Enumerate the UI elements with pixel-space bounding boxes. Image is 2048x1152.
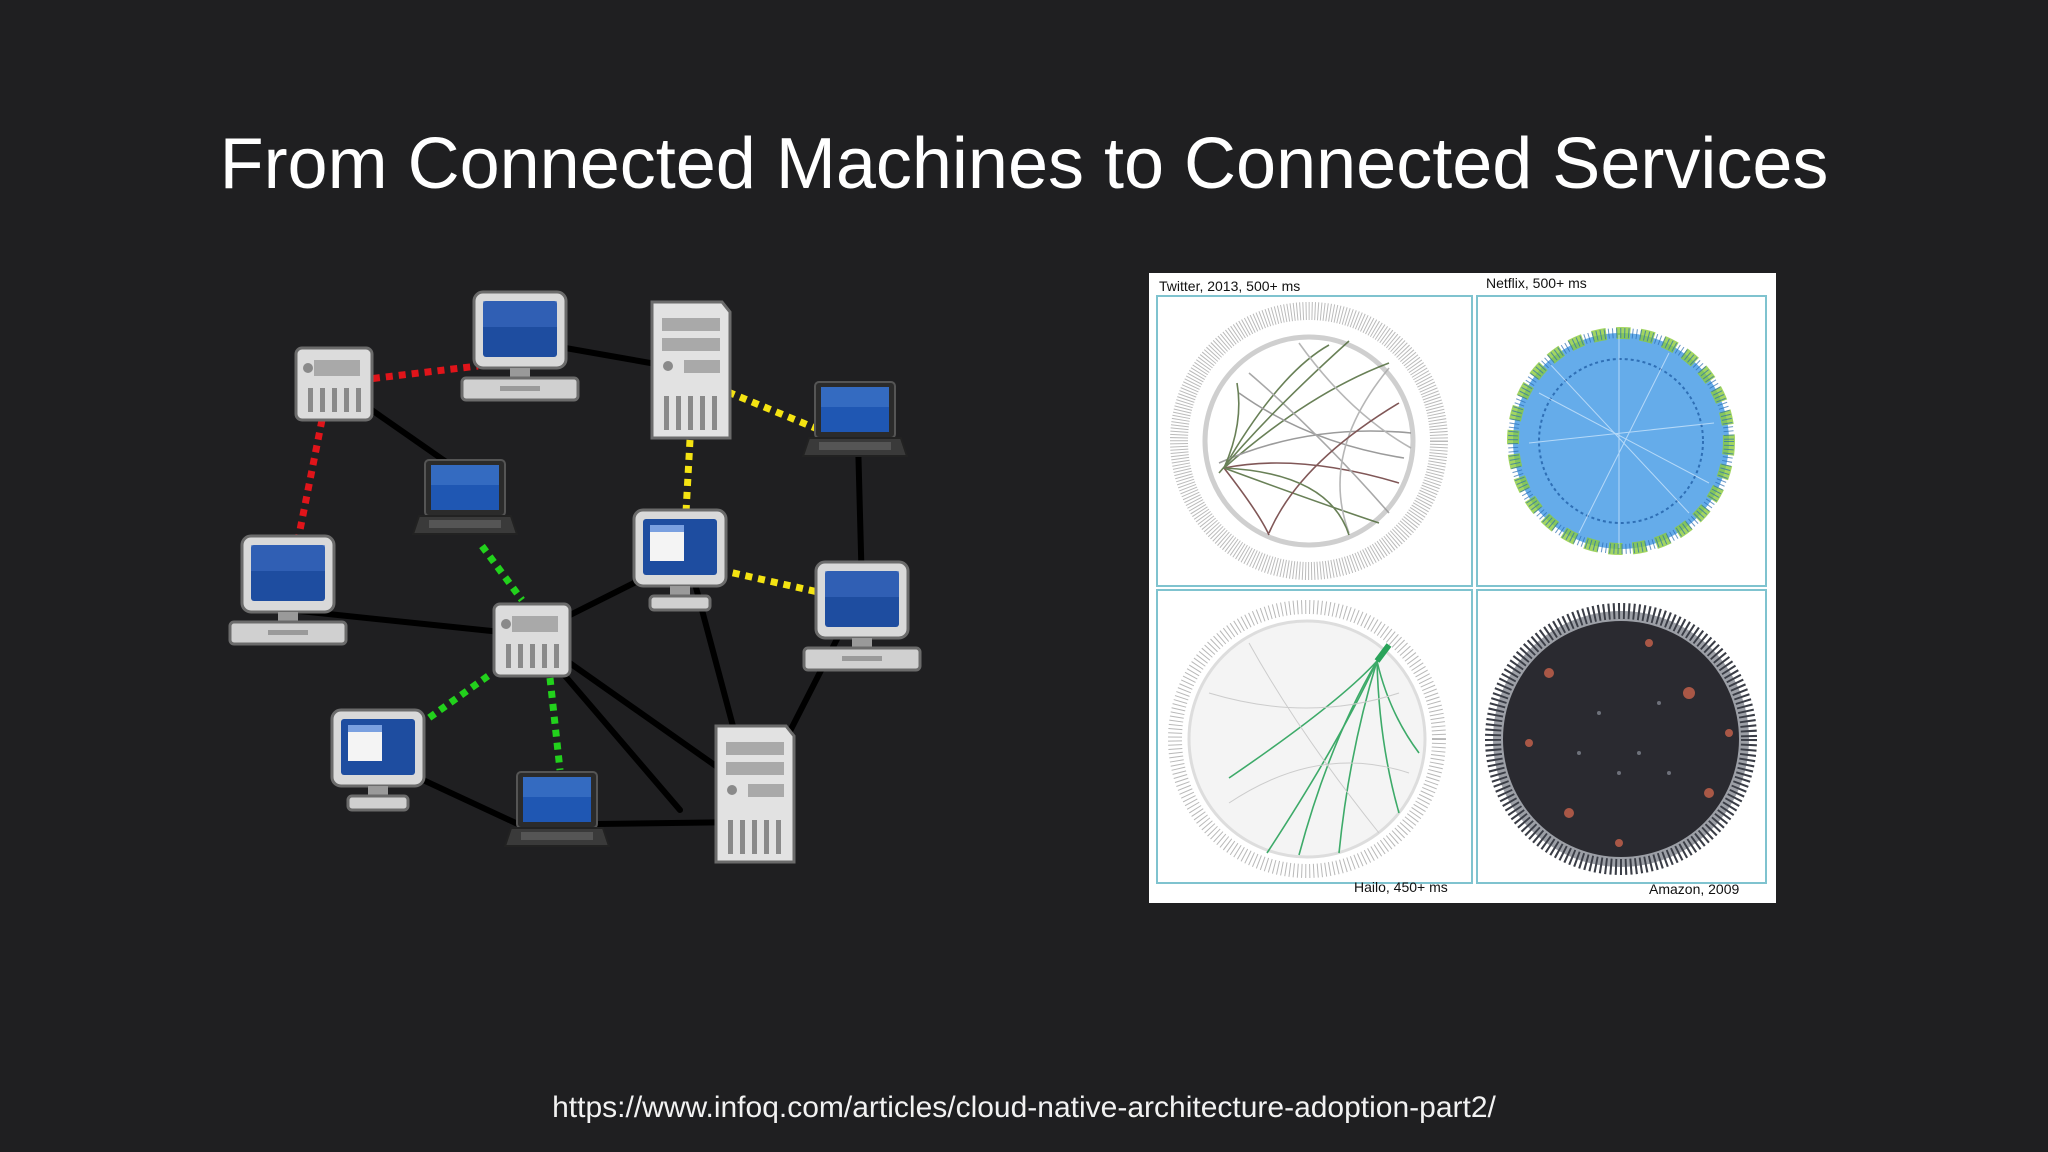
netflix-graph	[1507, 327, 1735, 555]
amazon-graph	[1485, 603, 1757, 875]
laptop-icon	[504, 771, 610, 847]
network-diagram	[228, 290, 922, 864]
hailo-panel-frame	[1156, 589, 1473, 884]
twitter-graph	[1170, 302, 1448, 580]
desktop-computer-icon	[460, 290, 580, 402]
netflix-panel-frame	[1476, 295, 1767, 587]
caption-netflix: Netflix, 500+ ms	[1486, 275, 1587, 291]
service-graphs-svg	[1156, 295, 1767, 884]
desktop-computer-icon	[330, 708, 426, 812]
desktop-computer-icon	[632, 508, 728, 612]
yellow-links	[682, 388, 822, 596]
hailo-graph	[1168, 600, 1446, 878]
green-links	[423, 543, 564, 771]
amazon-panel-frame	[1476, 589, 1767, 884]
red-links	[294, 362, 479, 541]
tower-server-icon	[714, 724, 796, 864]
source-url: https://www.infoq.com/articles/cloud-nat…	[552, 1091, 1496, 1124]
server-icon	[294, 346, 374, 422]
laptop-icon	[412, 459, 518, 535]
twitter-panel-frame	[1156, 295, 1473, 587]
caption-twitter: Twitter, 2013, 500+ ms	[1159, 278, 1301, 294]
service-graphs-figure: Twitter, 2013, 500+ ms Netflix, 500+ ms …	[1149, 273, 1776, 903]
desktop-computer-icon	[802, 560, 922, 672]
slide-title: From Connected Machines to Connected Ser…	[219, 124, 1829, 204]
caption-amazon: Amazon, 2009	[1649, 881, 1740, 897]
laptop-icon	[802, 381, 908, 457]
desktop-computer-icon	[228, 534, 348, 646]
tower-server-icon	[650, 300, 732, 440]
caption-hailo: Hailo, 450+ ms	[1354, 879, 1448, 895]
server-icon	[492, 602, 572, 678]
